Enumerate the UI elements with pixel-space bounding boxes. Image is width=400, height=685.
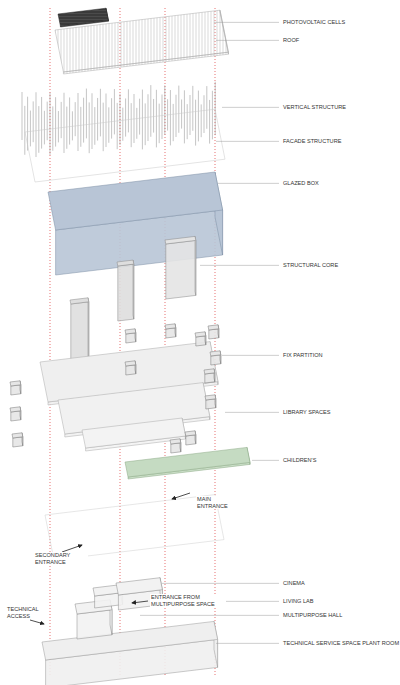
structural-core-top <box>165 236 196 244</box>
fix-partition-top <box>165 324 176 329</box>
library-slab <box>82 418 186 451</box>
part-label: VERTICAL STRUCTURE <box>282 104 347 111</box>
fix-partition-front <box>126 365 136 375</box>
fix-partition-front <box>13 437 23 447</box>
part-label: PHOTOVOLTAIC CELLS <box>282 19 346 26</box>
guide-line <box>165 8 166 676</box>
fix-partition-top <box>12 433 23 438</box>
leader-line <box>214 22 279 23</box>
fix-partition-front <box>209 329 219 339</box>
fix-partition-top <box>208 325 219 330</box>
structural-core-front <box>166 240 196 299</box>
part-label: TECHNICAL SERVICE SPACE PLANT ROOM <box>282 640 400 647</box>
structural-core-top <box>70 298 89 304</box>
fix-partition <box>170 439 181 453</box>
fix-partition-front <box>186 435 196 445</box>
part-label: STRUCTURAL CORE <box>282 262 339 269</box>
fix-partition-top <box>10 407 21 412</box>
library-slab-top <box>82 418 186 448</box>
part-label: GLAZED BOX <box>282 180 320 187</box>
fix-partition-top <box>10 381 21 386</box>
fix-partition-front <box>196 336 206 346</box>
childrens-slab-top <box>125 447 250 477</box>
cinema-top <box>116 578 162 595</box>
leader-line <box>216 141 279 142</box>
part-label: SECONDARY ENTRANCE <box>34 552 88 565</box>
fix-partition-top <box>125 329 136 334</box>
fix-partition-top <box>205 395 216 400</box>
leader-line <box>222 355 279 356</box>
guide-line <box>215 8 216 676</box>
fix-partition <box>125 329 136 343</box>
leader-line <box>216 40 279 41</box>
leader-line <box>218 183 279 184</box>
fix-partition-top <box>210 351 221 356</box>
part-label: ENTRANCE FROM MULTIPURPOSE SPACE <box>150 594 226 607</box>
fix-partition-front <box>11 411 21 421</box>
leader-line <box>162 583 279 584</box>
fix-partition-front <box>166 328 176 338</box>
leader-line <box>222 107 279 108</box>
multipurpose-hall-front <box>77 610 112 639</box>
fix-partition-top <box>125 361 136 366</box>
leader-line <box>216 643 279 644</box>
part-label: FACADE STRUCTURE <box>282 138 342 145</box>
fix-partition-top <box>170 439 181 444</box>
fix-partition <box>205 395 216 409</box>
leader-line <box>225 412 279 413</box>
structural-core-front <box>118 264 134 321</box>
part-label: ROOF <box>282 37 300 44</box>
fix-partition <box>10 381 21 395</box>
fix-partition-front <box>11 385 21 395</box>
part-label: MAIN ENTRANCE <box>196 496 236 509</box>
guide-line <box>120 8 121 676</box>
fix-partition-top <box>185 431 196 436</box>
fix-partition-front <box>126 333 136 343</box>
part-label: CINEMA <box>282 580 306 587</box>
fix-partition <box>185 431 196 445</box>
glazed-box-top <box>48 172 223 230</box>
facade-structure <box>25 109 225 182</box>
structural-core-top <box>117 260 134 266</box>
fix-partition <box>12 433 23 447</box>
vertical-structure <box>22 82 215 157</box>
fix-partition-front <box>205 373 215 383</box>
structural-core-side <box>133 260 135 319</box>
fix-partition <box>208 325 219 339</box>
part-label: FIX PARTITION <box>282 352 324 359</box>
part-label: MULTIPURPOSE HALL <box>282 612 343 619</box>
part-label: CHILDREN'S <box>282 457 317 464</box>
part-label: TECHNICAL ACCESS <box>6 606 48 619</box>
photovoltaic-cells-top <box>58 8 108 26</box>
part-label: LIVING LAB <box>282 598 314 605</box>
fix-partition <box>125 361 136 375</box>
fix-partition <box>210 351 221 365</box>
fix-partition <box>204 369 215 383</box>
structural-core <box>165 236 196 299</box>
photovoltaic-cells <box>58 8 108 27</box>
fix-partition-top <box>204 369 215 374</box>
fix-partition-front <box>206 399 216 409</box>
guide-line <box>50 8 51 676</box>
fix-partition-front <box>171 443 181 453</box>
leader-line <box>140 615 279 616</box>
fix-partition-top <box>195 332 206 337</box>
fix-partition <box>10 407 21 421</box>
plant-room-top <box>42 621 218 660</box>
facade-structure-top <box>25 109 225 182</box>
fix-partition-front <box>211 355 221 365</box>
leader-line <box>200 265 279 266</box>
fix-partition <box>165 324 176 338</box>
part-label: LIBRARY SPACES <box>282 409 332 416</box>
fix-partition <box>195 332 206 346</box>
glazed-box <box>48 172 223 275</box>
plant-room <box>42 621 218 685</box>
childrens-slab <box>125 447 250 479</box>
structural-core <box>117 260 134 321</box>
leader-line <box>252 460 279 461</box>
structural-core-side <box>195 236 197 295</box>
